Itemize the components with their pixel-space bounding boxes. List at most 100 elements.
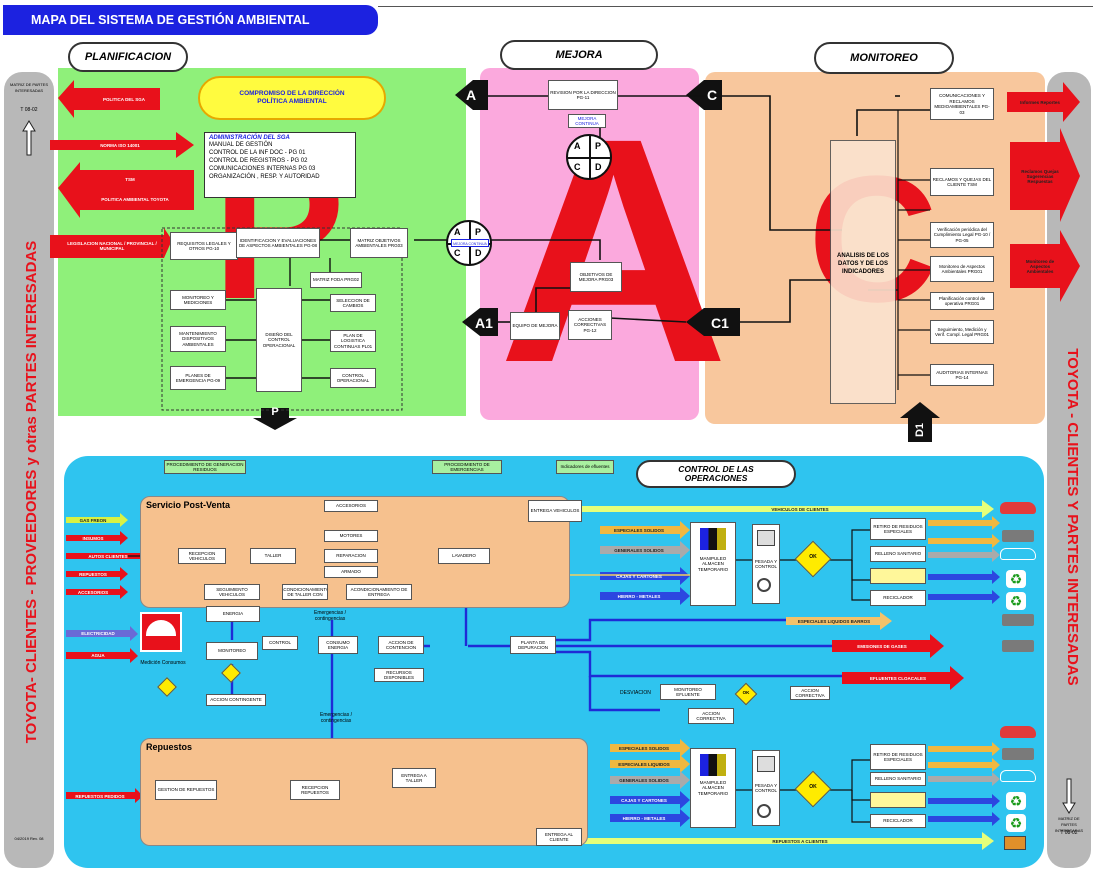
ctrl-input-insumos: INSUMOS bbox=[82, 535, 104, 541]
admin-title: ADMINISTRACIÓN DEL SGA bbox=[209, 135, 290, 141]
pdca-circle-mejora: A P C D bbox=[566, 134, 612, 180]
mid-energia: ENERGIA bbox=[206, 606, 260, 622]
truck-icon-3 bbox=[1002, 640, 1034, 652]
box-identificacion: IDENTIFICACION Y EVALUACIONES DE ASPECTO… bbox=[236, 228, 320, 258]
mid-accion-contencion: ACCION DE CONTENCION bbox=[378, 636, 424, 654]
recycle-icon-1: ♻ bbox=[1006, 570, 1026, 588]
box-icon bbox=[1004, 836, 1026, 850]
car-icon-1 bbox=[1000, 502, 1036, 514]
box-planes-emergencia: PLANES DE EMERGENCIA PG-09 bbox=[170, 366, 226, 390]
ctrl-input-agua: AGUA bbox=[91, 653, 105, 658]
compromiso-box: COMPROMISO DE LA DIRECCIÓN POLÍTICA AMBI… bbox=[198, 76, 386, 120]
admin-line-4: COMUNICACIONES INTERNAS PG 03 bbox=[209, 166, 316, 172]
analisis-text: ANALISIS DE LOS DATOS Y DE LOS INDICADOR… bbox=[836, 253, 889, 275]
marker-a: A bbox=[465, 87, 477, 103]
left-top-code: T 08-02 bbox=[20, 107, 38, 113]
input-norma-iso: NORMA ISO 14001 bbox=[100, 142, 140, 148]
right-down-arrow-icon bbox=[1062, 778, 1076, 814]
header-rule bbox=[378, 6, 1093, 7]
rep-waste-1: ESPECIALES SOLIDOS bbox=[618, 745, 669, 751]
postventa-title: Servicio Post-Venta bbox=[146, 500, 231, 510]
rep-proc-relleno: RELLENO SANITARIO bbox=[870, 772, 926, 786]
box-matriz-objetivos: MATRIZ OBJETIVOS AMBIENTALES PRG03 bbox=[350, 228, 408, 258]
bin-icon bbox=[700, 528, 726, 550]
box-mejora-continua: MEJORA CONTINUA bbox=[568, 114, 606, 128]
truck-icon-4 bbox=[1002, 748, 1034, 760]
mid-ok-label: OK bbox=[742, 690, 750, 695]
car-outline-icon-2 bbox=[1000, 770, 1036, 782]
ok-diamond-label: OK bbox=[809, 554, 817, 560]
rep-magnifier-icon bbox=[757, 804, 771, 818]
pdca2-p: P bbox=[475, 227, 482, 237]
mon-output-2: Reclamos Quejas Sugerencias Respuestas bbox=[1021, 168, 1059, 184]
pdca2-c: C bbox=[454, 248, 461, 258]
scale-icon bbox=[757, 530, 775, 546]
mon-item-6: Seguimiento, Medición y Verif. Compl. Le… bbox=[930, 320, 994, 344]
pv-motores: MOTORES bbox=[324, 530, 378, 542]
right-bottom-code: T 08-02 bbox=[1060, 830, 1078, 836]
magnifier-icon bbox=[757, 578, 771, 592]
admin-line-2: CONTROL DE LA INF DOC - PG 01 bbox=[209, 150, 306, 156]
pv-seguimiento: SEGUIMIENTO VEHICULOS bbox=[204, 584, 260, 600]
proc-retiro: RETIRO DE RESIDUOS ESPECIALES bbox=[870, 518, 926, 540]
pv-recepcion: RECEPCION VEHICULOS bbox=[178, 548, 226, 564]
pdca-p: P bbox=[595, 141, 602, 151]
box-control-operacional: CONTROL OPERACIONAL bbox=[330, 368, 376, 388]
mid-desviacion: DESVIACION bbox=[620, 690, 651, 696]
box-seleccion-cambios: SELECCION DE CAMBIOS bbox=[330, 294, 376, 312]
pdca2-a: A bbox=[454, 227, 461, 237]
input-politica-sga: POLITICA DEL SGA bbox=[102, 96, 145, 102]
mid-accion-correctiva-3: ACCION CORRECTIVA bbox=[790, 686, 830, 700]
mon-item-2: RECLAMOS Y QUEJAS DEL CLIENTE TSM bbox=[930, 168, 994, 196]
pv-acond-entrega: ACONDICIONAMIENTO DE ENTREGA bbox=[346, 584, 412, 600]
rep-entrega-taller: ENTREGA A TALLER bbox=[392, 768, 436, 788]
input-tsm: TSM bbox=[125, 176, 135, 182]
box-objetivos-mejora: OBJETIVOS DE MEJORA PRG03 bbox=[570, 262, 622, 292]
ctrl-top-box-3: Indicadores de efluentes bbox=[556, 460, 614, 474]
rep-waste-2: ESPECIALES LIQUIDOS bbox=[618, 761, 670, 767]
box-equipo-mejora: EQUIPO DE MEJORA bbox=[510, 312, 560, 340]
rep-scale-icon bbox=[757, 756, 775, 772]
input-politica-toyota: POLITICA AMBIENTAL TOYOTA bbox=[101, 196, 169, 202]
admin-line-5: ORGANIZACIÓN , RESP. Y AUTORIDAD bbox=[209, 174, 320, 180]
mon-item-5: Planificación control de operativa PRG01 bbox=[930, 292, 994, 310]
ctrl-input-accesorios: ACCESORIOS bbox=[77, 589, 109, 595]
ctrl-top-box-2: PROCEDIMIENTO DE EMERGENCIAS bbox=[432, 460, 502, 474]
mon-item-1: COMUNICACIONES Y RECLAMOS MEDIOAMBIENTAL… bbox=[930, 88, 994, 120]
waste-generales: GENERALES SOLIDOS bbox=[614, 547, 664, 553]
mid-recursos: RECURSOS DISPONIBLES bbox=[374, 668, 424, 682]
left-up-arrow-icon bbox=[22, 120, 36, 156]
control-pill: CONTROL DE LAS OPERACIONES bbox=[636, 460, 796, 488]
ctrl-input-electricidad: ELECTRICIDAD bbox=[81, 631, 115, 636]
rep-proc-retiro: RETIRO DE RESIDUOS ESPECIALES bbox=[870, 744, 926, 770]
box-acciones-correctivas: ACCIONES CORRECTIVAS PG-12 bbox=[568, 310, 612, 340]
proc-yellow-box bbox=[870, 568, 926, 584]
pv-reparacion: REPARACION bbox=[324, 549, 378, 563]
recycle-icon-2: ♻ bbox=[1006, 592, 1026, 610]
recycle-icon-4: ♻ bbox=[1006, 814, 1026, 832]
waste-cajas: CAJAS Y CARTONES bbox=[616, 573, 662, 579]
box-plan-logistica: PLAN DE LOGISTICA CONTINUAS PL01 bbox=[330, 330, 376, 352]
box-requisitos: REQUISITOS LEGALES Y OTROS PG-10 bbox=[170, 232, 238, 260]
admin-line-1: MANUAL DE GESTIÓN bbox=[209, 142, 273, 148]
gauge-face bbox=[146, 620, 176, 636]
mon-item-4: Monitoreo de Aspectos Ambientales PRG01 bbox=[930, 256, 994, 282]
car-icon-2 bbox=[1000, 726, 1036, 738]
out-liquidos: ESPECIALES LIQUIDOS BARROS bbox=[797, 618, 871, 624]
marker-c: C bbox=[706, 87, 718, 103]
truck-icon-1 bbox=[1002, 530, 1034, 542]
out-efluentes: EFLUENTES CLOACALES bbox=[869, 675, 926, 681]
mid-monitoreo: MONITOREO bbox=[206, 642, 258, 660]
planificacion-pill: PLANIFICACION bbox=[68, 42, 188, 72]
mejora-continua-tag: MEJORA CONTINUA bbox=[451, 239, 489, 247]
repuestos-title: Repuestos bbox=[146, 742, 193, 752]
box-revision-direccion: REVISION POR LA DIRECCION PG-11 bbox=[548, 80, 618, 110]
waste-hierro: HIERRO - METALES bbox=[617, 593, 661, 599]
rep-waste-4: CAJAS Y CARTONES bbox=[621, 797, 667, 803]
out-vehiculos: VEHICULOS DE CLIENTES bbox=[771, 506, 829, 512]
out-repuestos: REPUESTOS A CLIENTES bbox=[772, 838, 828, 844]
rep-recepcion: RECEPCION REPUESTOS bbox=[290, 780, 340, 800]
admin-line-3: CONTROL DE REGISTROS - PG 02 bbox=[209, 158, 308, 164]
box-mantenimiento: MANTENIMIENTO DISPOSITIVOS AMBIENTALES bbox=[170, 326, 226, 352]
